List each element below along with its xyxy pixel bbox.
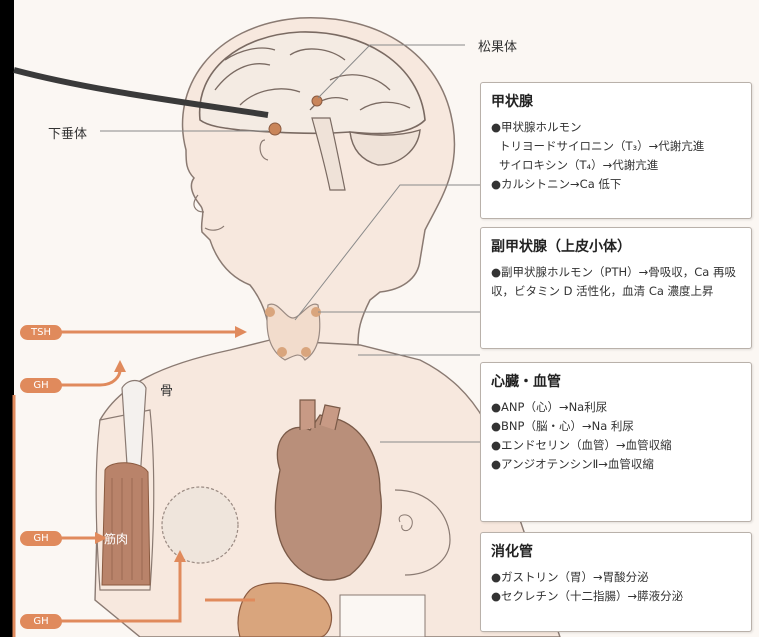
thyroid-title: 甲状腺 <box>491 91 741 111</box>
left-margin <box>0 0 14 637</box>
gh-tag-mammary: GH <box>20 614 62 629</box>
heart-item-3: ●エンドセリン（血管）→血管収縮 <box>491 436 741 455</box>
thyroid-item-1: ●甲状腺ホルモン <box>491 118 741 137</box>
digestive-inset <box>340 595 425 637</box>
digestive-title: 消化管 <box>491 541 741 561</box>
thyroid-item-3: サイロキシン（T₄）→代謝亢進 <box>491 156 741 175</box>
gh-bone-arrow-line <box>60 370 120 385</box>
pituitary-gland <box>269 123 281 135</box>
digestive-item-1: ●ガストリン（胃）→胃酸分泌 <box>491 568 741 587</box>
tsh-arrowhead <box>235 326 247 338</box>
parathyroid-gland-1 <box>265 307 275 317</box>
pituitary-label: 下垂体 <box>48 123 87 142</box>
arm-muscle <box>102 463 150 585</box>
heart-item-1: ●ANP（心）→Na利尿 <box>491 398 741 417</box>
bone-label: 骨 <box>160 380 173 399</box>
gh-bone-arrowhead <box>114 360 126 372</box>
pineal-label: 松果体 <box>478 36 517 55</box>
parathyroid-box: 副甲状腺（上皮小体） ●副甲状腺ホルモン（PTH）→骨吸収，Ca 再吸収，ビタミ… <box>480 227 752 349</box>
muscle-label: 筋肉 <box>104 530 128 547</box>
heart-title: 心臓・血管 <box>491 371 741 391</box>
heart-item-4: ●アンジオテンシンⅡ→血管収縮 <box>491 455 741 474</box>
parathyroid-title: 副甲状腺（上皮小体） <box>491 236 741 256</box>
gh-tag-muscle: GH <box>20 531 62 546</box>
mammary-gland <box>162 487 238 563</box>
thyroid-item-4: ●カルシトニン→Ca 低下 <box>491 175 741 194</box>
thyroid-box: 甲状腺 ●甲状腺ホルモン トリヨードサイロニン（T₃）→代謝亢進 サイロキシン（… <box>480 82 752 219</box>
parathyroid-gland-4 <box>301 347 311 357</box>
gh-tag-bone: GH <box>20 378 62 393</box>
heart-box: 心臓・血管 ●ANP（心）→Na利尿 ●BNP（脳・心）→Na 利尿 ●エンドセ… <box>480 362 752 522</box>
pineal-gland <box>312 96 322 106</box>
heart-item-2: ●BNP（脳・心）→Na 利尿 <box>491 417 741 436</box>
parathyroid-gland-3 <box>277 347 287 357</box>
digestive-box: 消化管 ●ガストリン（胃）→胃酸分泌 ●セクレチン（十二指腸）→膵液分泌 <box>480 532 752 632</box>
parathyroid-text: ●副甲状腺ホルモン（PTH）→骨吸収，Ca 再吸収，ビタミン D 活性化，血清 … <box>491 263 741 301</box>
digestive-item-2: ●セクレチン（十二指腸）→膵液分泌 <box>491 587 741 606</box>
tsh-tag: TSH <box>20 325 62 340</box>
thyroid-item-2: トリヨードサイロニン（T₃）→代謝亢進 <box>491 137 741 156</box>
